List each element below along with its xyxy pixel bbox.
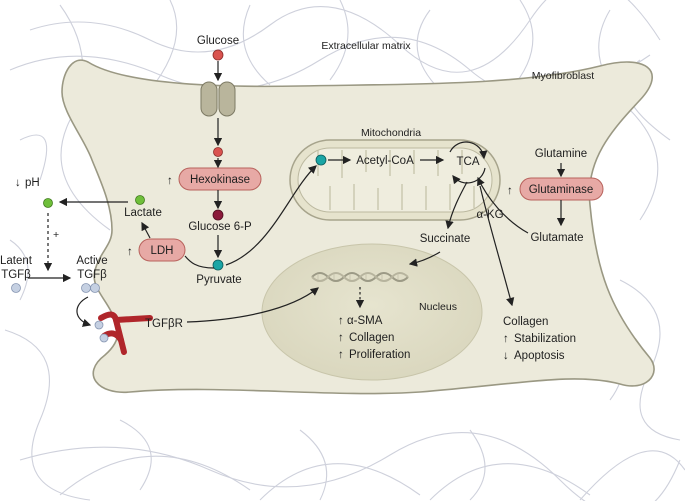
pyruvate-dot	[212, 259, 224, 271]
arrow-receptor-nucleus	[186, 287, 319, 323]
glutamine-label: Glutamine	[535, 148, 587, 160]
ph-label: pH	[25, 177, 40, 189]
glucose-transporter-icon	[200, 81, 236, 117]
active-tgfb-label-1: Active	[76, 255, 107, 267]
asma-label: α-SMA	[347, 315, 383, 327]
collagen-nuc-label: Collagen	[349, 332, 394, 344]
mitochondria-label: Mitochondria	[361, 127, 421, 139]
akg-label: α-KG	[476, 209, 503, 221]
acetylcoa-label: Acetyl-CoA	[356, 155, 414, 167]
arrow-pyruvate-mito	[225, 165, 317, 266]
stabilization-label: Stabilization	[514, 333, 576, 345]
glucose-6p-dot	[212, 209, 224, 221]
glucose-dot	[212, 49, 224, 61]
dna-helix-icon	[311, 272, 409, 282]
glucose-intracellular-dot	[213, 147, 223, 157]
collagen-nuc-up-arrow: ↑	[338, 332, 344, 344]
glutaminase-up-arrow: ↑	[507, 185, 513, 197]
latent-tgfb-dot	[11, 283, 21, 293]
glutaminase-label: Glutaminase	[529, 184, 594, 196]
ecm-label: Extracellular matrix	[321, 40, 411, 52]
arrow-succinate-nucleus	[408, 251, 441, 267]
pathway-arrows	[28, 61, 566, 327]
arrow-ldh-lactate	[141, 221, 151, 239]
apoptosis-label: Apoptosis	[514, 350, 565, 362]
mitochondrion	[289, 139, 501, 221]
ph-plus-label: +	[53, 229, 59, 241]
latent-tgfb-label-2: TGFβ	[1, 269, 31, 281]
latent-tgfb-label-1: Latent	[0, 255, 33, 267]
lactate-label: Lactate	[124, 207, 162, 219]
stabilization-up-arrow: ↑	[503, 333, 509, 345]
arrow-glutamate-akg	[477, 176, 529, 234]
succinate-label: Succinate	[420, 233, 471, 245]
arrow-tca-succinate	[445, 181, 468, 230]
glucose-6p-label: Glucose 6-P	[188, 221, 252, 233]
active-tgfb-dot-1	[81, 283, 91, 293]
tca-cycle-icon	[449, 141, 488, 185]
collagen-out-label: Collagen	[503, 316, 548, 328]
hexokinase-label: Hexokinase	[190, 174, 250, 186]
pyruvate-mito-dot	[315, 154, 327, 166]
tgfb-receptor-icon	[94, 311, 153, 355]
proliferation-up-arrow: ↑	[338, 349, 344, 361]
arrow-active-receptor	[76, 296, 92, 327]
pyruvate-label: Pyruvate	[196, 274, 241, 286]
lactate-dot	[135, 195, 145, 205]
asma-up-arrow: ↑	[338, 315, 344, 327]
glutamate-label: Glutamate	[530, 232, 583, 244]
ldh-up-arrow: ↑	[127, 246, 133, 258]
nucleus-label: Nucleus	[419, 301, 457, 313]
ldh-label: LDH	[150, 245, 173, 257]
ph-down-arrow: ↓	[15, 177, 21, 189]
myofibroblast-label: Myofibroblast	[532, 70, 595, 82]
arrow-pyruvate-ldh	[184, 255, 215, 269]
active-tgfb-dot-2	[90, 283, 100, 293]
proliferation-label: Proliferation	[349, 349, 410, 361]
tgfbr-label: TGFβR	[145, 318, 183, 330]
myofibroblast-cell-body	[61, 59, 655, 395]
lactate-extracellular-dot	[43, 198, 53, 208]
glucose-label: Glucose	[197, 35, 239, 47]
apoptosis-down-arrow: ↓	[503, 350, 509, 362]
tca-label: TCA	[457, 156, 480, 168]
ldh-box	[138, 238, 186, 262]
active-tgfb-label-2: TGFβ	[77, 269, 107, 281]
hexokinase-up-arrow: ↑	[167, 175, 173, 187]
arrow-akg-collagen	[479, 185, 515, 307]
